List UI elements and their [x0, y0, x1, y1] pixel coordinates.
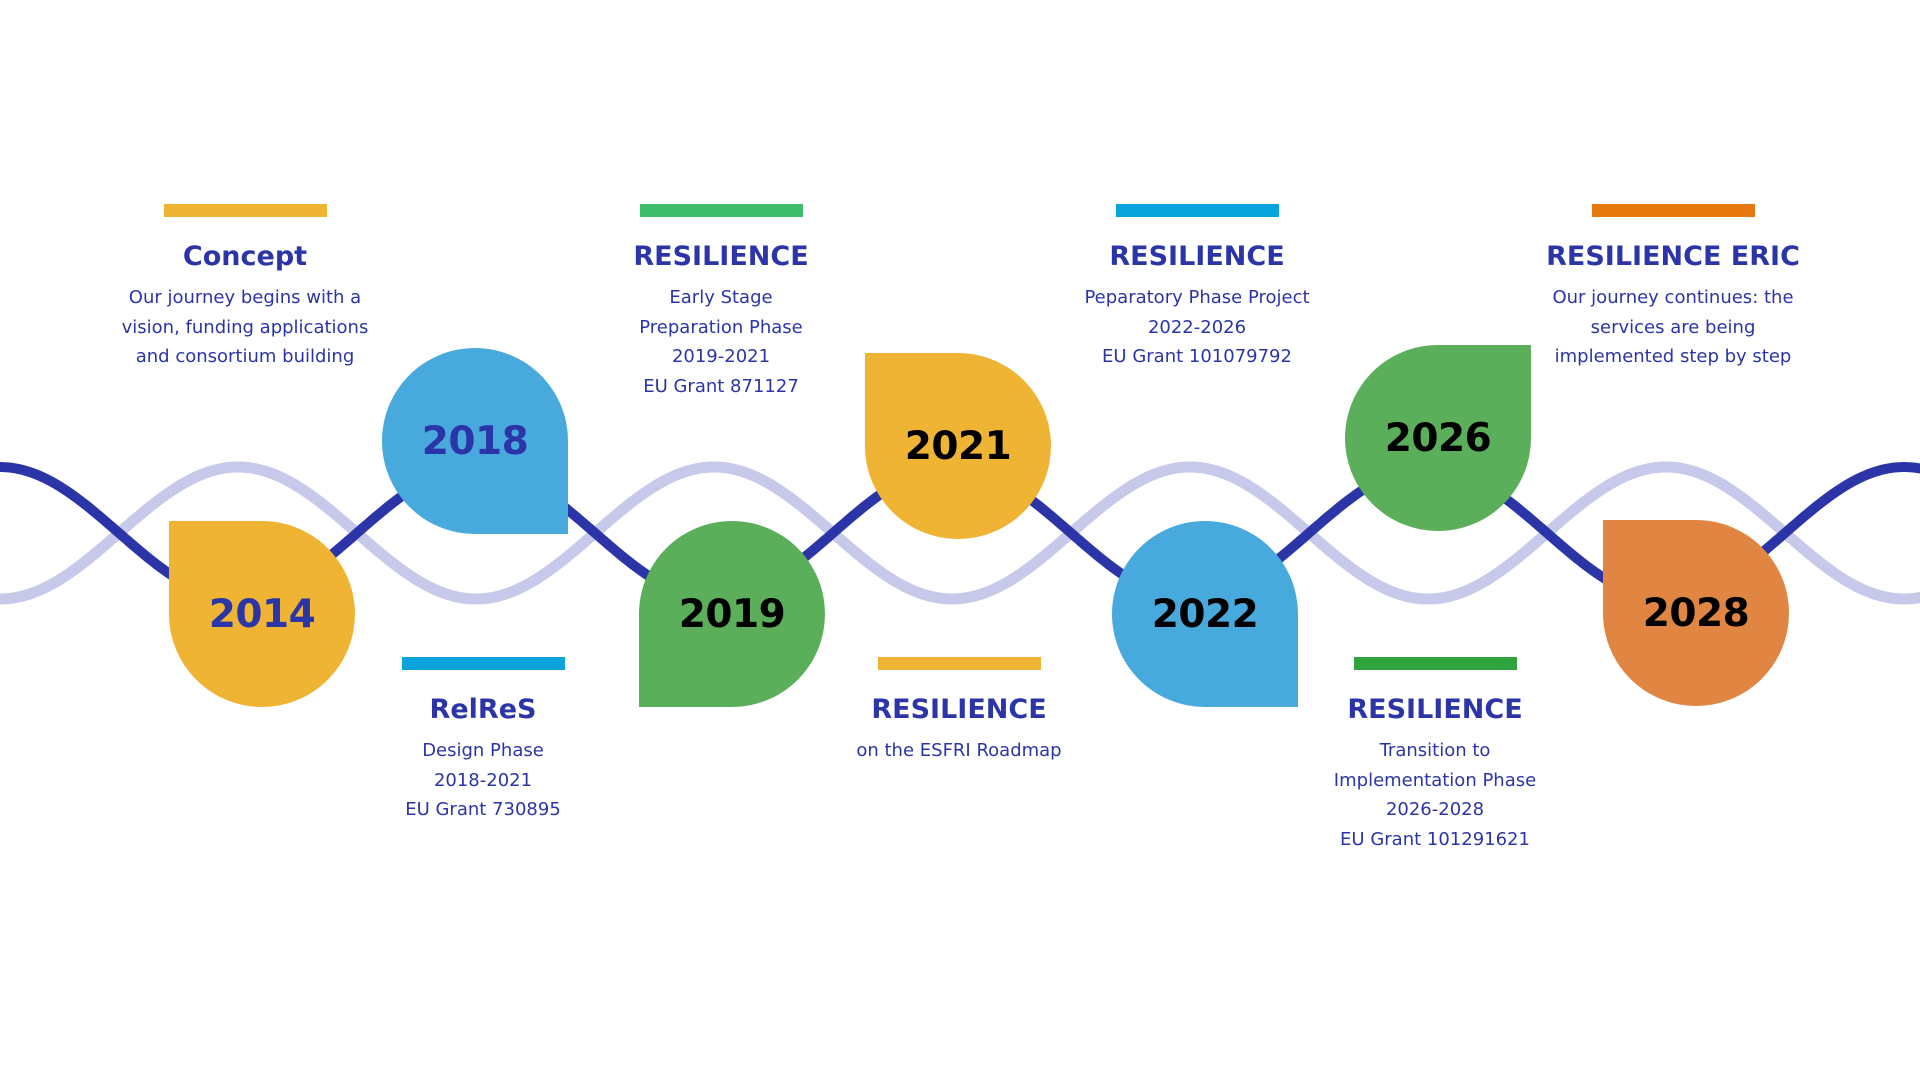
- phase-line: 2022-2026: [1147, 316, 1247, 338]
- wave-light: [0, 461, 1920, 605]
- phase-description: Design Phase 2018-2021 EU Grant 730895: [338, 736, 628, 825]
- marker-shape: [639, 521, 825, 707]
- milestone-year-label: 2019: [678, 591, 786, 637]
- phase-early-stage: RESILIENCE Early Stage Preparation Phase…: [576, 204, 866, 401]
- phase-line: Our journey continues: the: [1552, 287, 1794, 308]
- milestone-2021: 2021: [865, 353, 1051, 539]
- phase-description: Early Stage Preparation Phase 2019-2021 …: [576, 283, 866, 401]
- phase-color-bar: [401, 657, 565, 670]
- phase-line: implemented step by step: [1554, 346, 1792, 367]
- phase-title: RESILIENCE: [1109, 241, 1285, 272]
- phase-title: RESILIENCE ERIC: [1546, 241, 1800, 272]
- phase-line: Preparation Phase: [639, 316, 803, 338]
- milestone-2019: 2019: [639, 521, 825, 707]
- phase-line: 2018-2021: [433, 769, 533, 791]
- phase-relres: RelReS Design Phase 2018-2021 EU Grant 7…: [338, 657, 628, 825]
- phase-color-bar: [877, 657, 1041, 670]
- phase-line: services are being: [1590, 316, 1756, 338]
- marker-shape: [1345, 345, 1531, 531]
- phase-line: on the ESFRI Roadmap: [856, 740, 1062, 761]
- marker-shape: [1112, 521, 1298, 707]
- phase-concept: Concept Our journey begins with a vision…: [100, 204, 390, 372]
- marker-shape: [1603, 520, 1789, 706]
- phase-line: EU Grant 101291621: [1340, 828, 1530, 850]
- phase-title: RelReS: [429, 694, 537, 725]
- phase-line: Peparatory Phase Project: [1084, 287, 1310, 308]
- phase-color-bar: [639, 204, 803, 217]
- phase-transition: RESILIENCE Transition to Implementation …: [1290, 657, 1580, 854]
- milestone-year-label: 2026: [1384, 415, 1492, 461]
- phase-description: Transition to Implementation Phase 2026-…: [1290, 736, 1580, 854]
- phase-description: Our journey continues: the services are …: [1528, 283, 1818, 372]
- phase-title: RESILIENCE: [1347, 694, 1523, 725]
- phase-description: on the ESFRI Roadmap: [814, 736, 1104, 766]
- milestone-year-label: 2014: [208, 591, 316, 637]
- phase-description: Our journey begins with a vision, fundin…: [100, 283, 390, 372]
- phase-line: vision, funding applications: [121, 316, 369, 338]
- milestone-year-label: 2022: [1151, 591, 1259, 637]
- milestone-year-label: 2028: [1642, 590, 1750, 636]
- phase-color-bar: [1353, 657, 1517, 670]
- marker-shape: [169, 521, 355, 707]
- phase-color-bar: [1115, 204, 1279, 217]
- phase-eric: RESILIENCE ERIC Our journey continues: t…: [1528, 204, 1818, 372]
- phase-line: Early Stage: [669, 287, 773, 308]
- milestone-2028: 2028: [1603, 520, 1789, 706]
- phase-preparatory: RESILIENCE Peparatory Phase Project 2022…: [1052, 204, 1342, 372]
- milestone-2022: 2022: [1112, 521, 1298, 707]
- phase-title: RESILIENCE: [633, 241, 809, 272]
- milestone-2026: 2026: [1345, 345, 1531, 531]
- phase-esfri-roadmap: RESILIENCE on the ESFRI Roadmap: [814, 657, 1104, 766]
- marker-shape: [865, 353, 1051, 539]
- phase-title: RESILIENCE: [871, 694, 1047, 725]
- phase-line: Implementation Phase: [1333, 769, 1537, 791]
- marker-shape: [382, 348, 568, 534]
- phase-line: Design Phase: [422, 740, 544, 761]
- phase-color-bar: [1591, 204, 1755, 217]
- phase-line: EU Grant 101079792: [1102, 346, 1292, 367]
- phase-line: Our journey begins with a: [128, 287, 362, 308]
- milestone-2018: 2018: [382, 348, 568, 534]
- milestone-year-label: 2021: [904, 423, 1012, 469]
- phase-description: Peparatory Phase Project 2022-2026 EU Gr…: [1052, 283, 1342, 372]
- phase-line: Transition to: [1379, 740, 1491, 761]
- milestone-2014: 2014: [169, 521, 355, 707]
- phase-line: EU Grant 871127: [643, 375, 799, 397]
- phase-color-bar: [163, 204, 327, 217]
- phase-title: Concept: [182, 241, 308, 272]
- phase-line: 2026-2028: [1385, 799, 1485, 820]
- milestone-year-label: 2018: [421, 418, 529, 464]
- phase-line: 2019-2021: [671, 346, 771, 367]
- phase-line: and consortium building: [135, 346, 355, 367]
- phase-line: EU Grant 730895: [405, 799, 561, 820]
